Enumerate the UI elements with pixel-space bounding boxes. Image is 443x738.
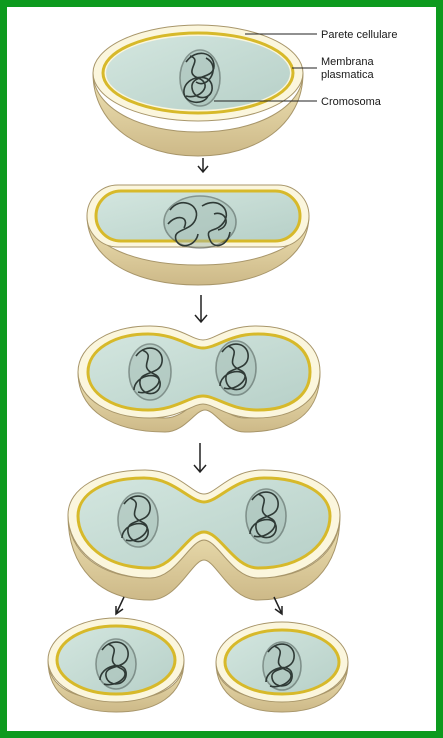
arrow-down-3 <box>194 443 206 472</box>
label-cell-wall: Parete cellulare <box>321 29 397 41</box>
chromosome-left <box>129 344 171 400</box>
label-plasma-membrane-line1: Membrana <box>321 56 374 68</box>
stage-2-cell <box>87 185 309 285</box>
label-plasma-membrane-line2: plasmatica <box>321 69 374 81</box>
stage-1-cell <box>93 25 303 156</box>
stage-5-daughter-left <box>48 618 184 712</box>
stage-4-cell <box>68 470 340 600</box>
stage-3-cell <box>78 326 320 432</box>
chromosome <box>180 50 220 106</box>
arrow-down-left <box>116 597 124 614</box>
arrow-down-2 <box>195 295 207 322</box>
stage-5-daughter-right <box>216 622 348 712</box>
chromosome <box>96 639 136 689</box>
chromosome <box>263 642 301 690</box>
chromosome <box>164 196 236 248</box>
chromosome-right <box>246 489 286 543</box>
label-chromosome: Cromosoma <box>321 96 382 108</box>
chromosome-left <box>118 493 158 547</box>
chromosome-right <box>216 341 256 395</box>
arrow-down-right <box>274 597 282 614</box>
arrow-down-1 <box>198 158 208 172</box>
